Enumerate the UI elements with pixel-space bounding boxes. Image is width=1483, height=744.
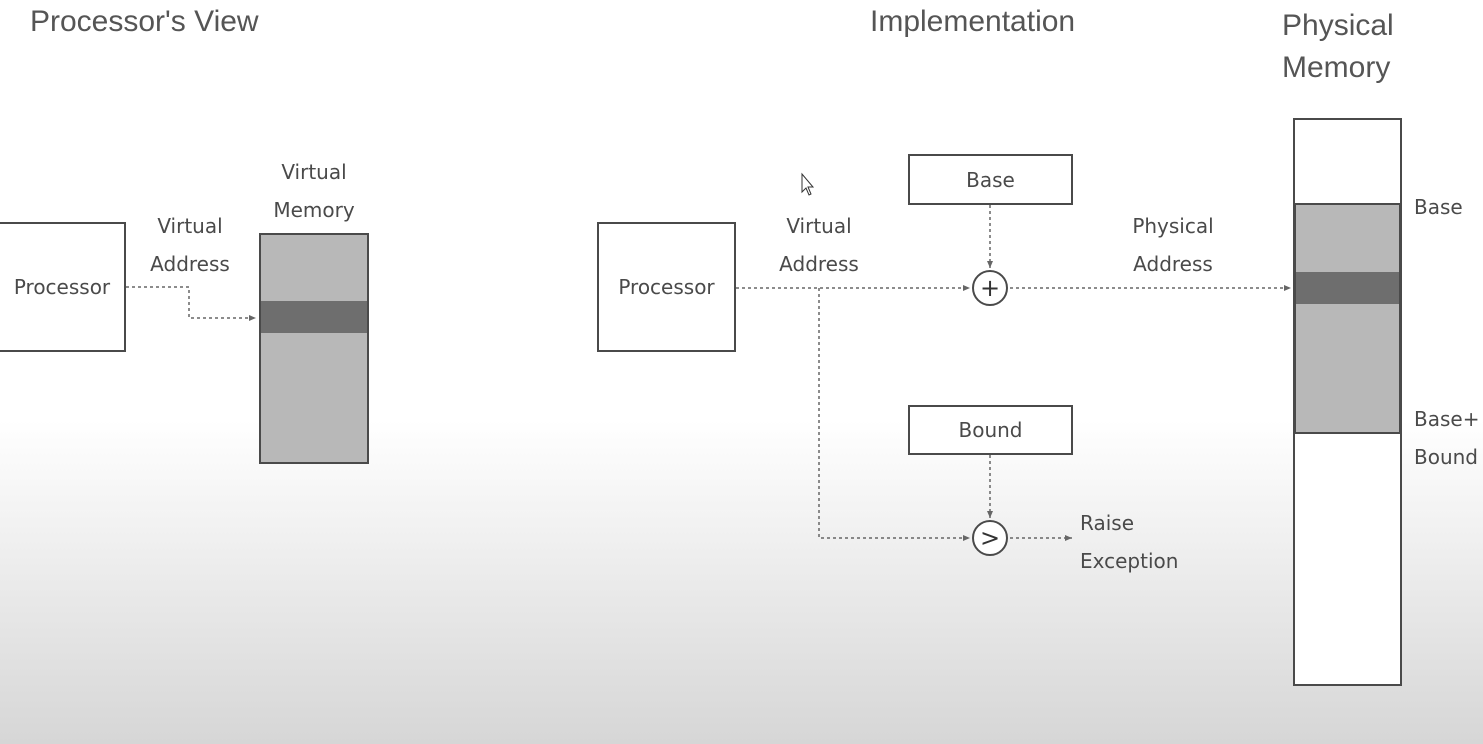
virtual-memory-label: Virtual Memory xyxy=(262,153,366,229)
processor-box-left: Processor xyxy=(0,222,126,352)
physical-base-label: Base xyxy=(1414,195,1463,219)
physical-memory-title-line2: Memory xyxy=(1282,51,1391,84)
raise-exception-label: Raise Exception xyxy=(1080,504,1200,580)
virtual-memory-label-line2: Memory xyxy=(273,198,355,222)
base-register-box: Base xyxy=(908,154,1073,205)
physical-memory-title-line1: Physical xyxy=(1282,9,1394,42)
virtual-address-label-left-line2: Address xyxy=(150,252,230,276)
physical-memory-highlight xyxy=(1296,272,1399,304)
virtual-address-label-left: Virtual Address xyxy=(140,207,240,283)
physical-base-bound-label-line2: Bound xyxy=(1414,445,1479,469)
virtual-memory-block xyxy=(259,233,369,464)
comparator-circle xyxy=(972,520,1008,556)
physical-memory-segment xyxy=(1294,203,1401,434)
cursor-icon xyxy=(801,172,815,196)
processors-view-title: Processor's View xyxy=(30,5,259,38)
virtual-memory-highlight xyxy=(261,301,367,333)
physical-address-label-line1: Physical xyxy=(1132,214,1214,238)
adder-symbol: + xyxy=(980,274,1001,302)
adder-circle xyxy=(972,270,1008,306)
virtual-address-arrow-left xyxy=(126,286,256,321)
raise-exception-label-line2: Exception xyxy=(1080,549,1179,573)
virtual-address-label-right-line2: Address xyxy=(779,252,859,276)
virtual-address-label-left-line1: Virtual xyxy=(157,214,223,238)
raise-exception-label-line1: Raise xyxy=(1080,511,1134,535)
physical-address-label: Physical Address xyxy=(1118,207,1228,283)
processor-box-right: Processor xyxy=(597,222,736,352)
virtual-address-branch xyxy=(818,288,970,541)
physical-address-label-line2: Address xyxy=(1133,252,1213,276)
implementation-title: Implementation xyxy=(870,5,1076,38)
physical-memory-title: Physical Memory xyxy=(1282,5,1394,89)
bound-register-box: Bound xyxy=(908,405,1073,455)
virtual-memory-label-line1: Virtual xyxy=(281,160,347,184)
virtual-address-label-right: Virtual Address xyxy=(769,207,869,283)
physical-base-bound-label-line1: Base+ xyxy=(1414,407,1480,431)
virtual-address-label-right-line1: Virtual xyxy=(786,214,852,238)
physical-base-bound-label: Base+ Bound xyxy=(1414,400,1479,476)
comparator-symbol: > xyxy=(980,524,1001,552)
